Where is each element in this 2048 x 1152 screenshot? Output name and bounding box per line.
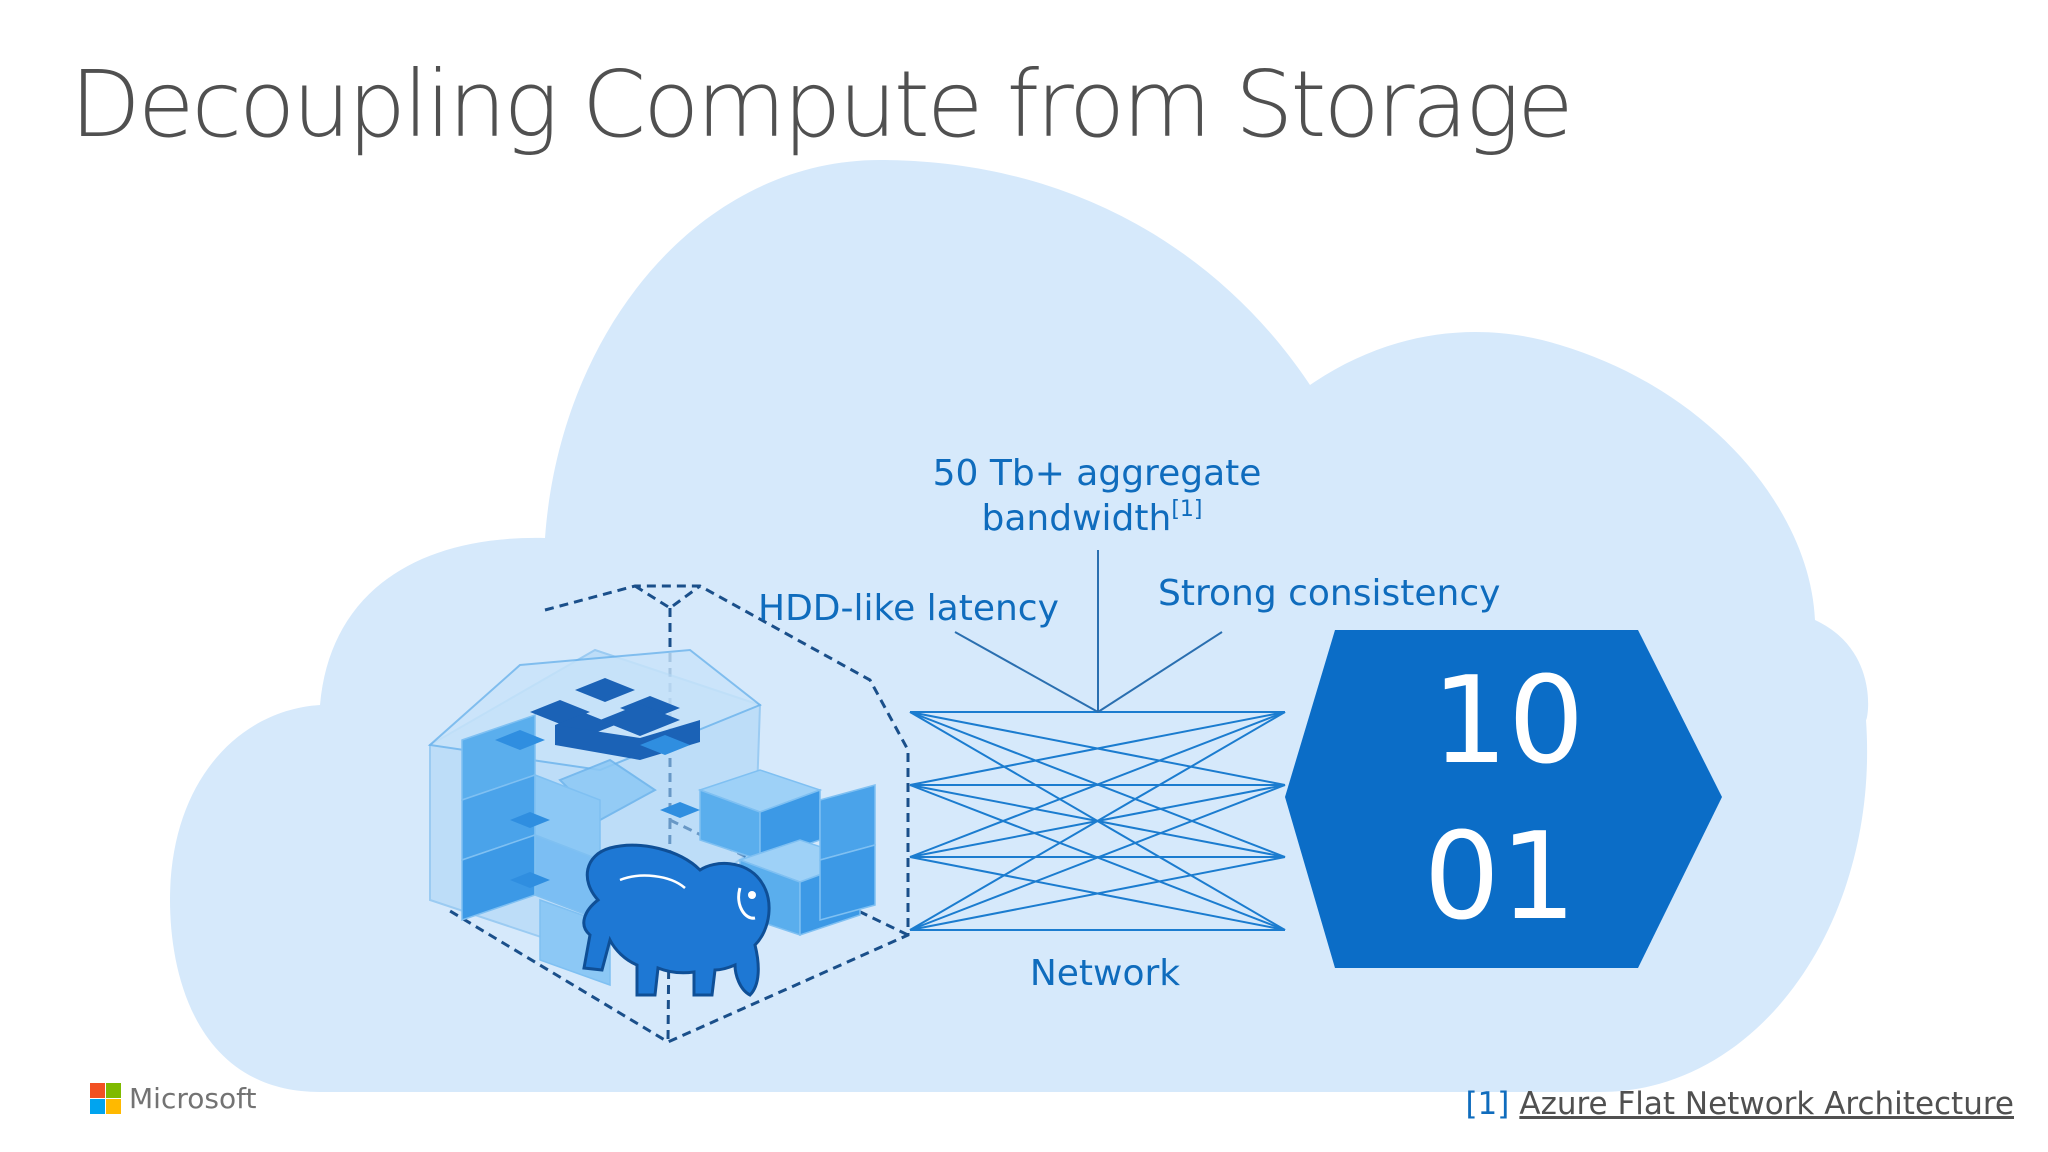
network-mesh (909, 711, 1286, 931)
logo-square-green (106, 1083, 121, 1098)
logo-square-blue (90, 1099, 105, 1114)
network-link (909, 711, 1286, 858)
bandwidth-label-line2-group: bandwidth[1] (982, 497, 1203, 539)
slide-title: Decoupling Compute from Storage (70, 51, 1574, 158)
footnote-ref: [1] (1465, 1086, 1510, 1122)
binary-storage-hexagon-icon: 10 01 (1285, 630, 1722, 968)
hexagon-line2: 01 (1424, 808, 1577, 947)
network-link (909, 711, 1286, 786)
logo-square-red (90, 1083, 105, 1098)
logo-square-yellow (106, 1099, 121, 1114)
bandwidth-label-line2: bandwidth (982, 498, 1172, 539)
consistency-label: Strong consistency (1158, 573, 1500, 614)
hadoop-elephant-cube-cluster-icon (427, 584, 910, 1044)
azure-network-link[interactable]: Azure Flat Network Architecture (1519, 1086, 2014, 1122)
network-link (909, 856, 1286, 931)
bandwidth-reference: [1] (1171, 497, 1202, 522)
network-label: Network (1030, 953, 1180, 994)
microsoft-logo: Microsoft (90, 1082, 256, 1115)
logo-text: Microsoft (129, 1082, 257, 1115)
bandwidth-label-line1: 50 Tb+ aggregate (933, 453, 1262, 494)
hexagon-line1: 10 (1432, 652, 1585, 791)
network-link (909, 784, 1286, 931)
footnote: [1]Azure Flat Network Architecture (1465, 1086, 2014, 1122)
microsoft-logo-icon (90, 1083, 121, 1114)
callout-lines (954, 550, 1223, 713)
latency-label: HDD-like latency (758, 588, 1059, 629)
network-link (909, 711, 1286, 931)
elephant-icon (582, 843, 771, 997)
